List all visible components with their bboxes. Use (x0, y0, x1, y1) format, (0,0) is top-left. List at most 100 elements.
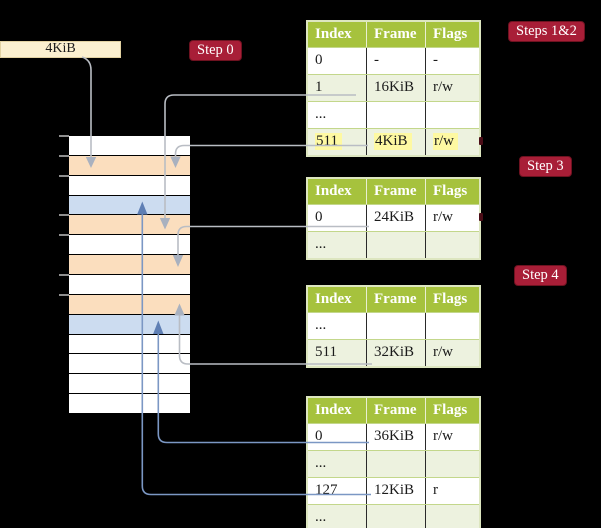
table-cell (367, 102, 426, 128)
memory-tick (59, 274, 69, 276)
table-cell: 16KiB (367, 75, 426, 101)
table-cell: r/w (426, 424, 479, 450)
cell-text: ... (315, 236, 327, 252)
memory-tick (59, 154, 69, 157)
table-cell: 4KiB (367, 129, 426, 155)
cell-text: r/w (433, 428, 453, 444)
table-row: ... (308, 312, 479, 339)
table-cell: 0 (308, 48, 367, 74)
red-dash-marker (479, 137, 483, 145)
header-cell: Frame (367, 22, 426, 47)
step-4-label: Step 4 (514, 265, 567, 286)
page-size-box: 4KiB (0, 41, 121, 58)
memory-row-white (69, 374, 190, 395)
table-cell: 511 (308, 340, 367, 366)
cell-text: 36KiB (374, 428, 415, 444)
memory-row-blue (69, 195, 190, 216)
step-3-label: Step 3 (519, 156, 572, 177)
table-cell: r/w (426, 129, 479, 155)
table-cell: r/w (426, 75, 479, 101)
header-cell: Flags (433, 183, 468, 199)
steps-1-2-label: Steps 1&2 (508, 21, 585, 42)
cell-text: r/w (433, 209, 453, 225)
red-dash-marker (479, 213, 483, 221)
table-cell: 24KiB (367, 205, 426, 231)
table-row: ... (308, 450, 479, 477)
cell-text: 511 (315, 133, 342, 150)
table-cell: 36KiB (367, 424, 426, 450)
cell-text: 0 (315, 52, 323, 68)
memory-row-white (69, 275, 190, 295)
table-row: 0 24KiB r/w (308, 204, 479, 231)
cell-text: 0 (315, 428, 323, 444)
physical-memory-column (69, 136, 190, 415)
cell-text: 16KiB (374, 79, 415, 95)
cell-text: ... (315, 455, 327, 471)
table-cell (426, 232, 479, 258)
table-row: 511 4KiB r/w (308, 128, 479, 155)
cell-text: ... (315, 509, 327, 525)
table-cell: ... (308, 313, 367, 339)
table-cell (426, 505, 479, 528)
cell-text: 32KiB (374, 344, 415, 360)
memory-row-orange (69, 155, 190, 176)
memory-row-orange (69, 294, 190, 315)
cell-text: 0 (315, 209, 323, 225)
header-cell: Flags (433, 291, 468, 307)
memory-row-orange (69, 215, 190, 236)
memory-row-orange (69, 255, 190, 276)
header-cell: Frame (367, 179, 426, 204)
memory-row-white (69, 334, 190, 355)
memory-row-white (69, 394, 190, 415)
memory-row-white (69, 136, 190, 156)
cell-text: r (433, 482, 438, 498)
table-cell: 0 (308, 424, 367, 450)
memory-tick (59, 214, 69, 217)
cell-text: r/w (433, 344, 453, 360)
cell-text: - (374, 52, 379, 68)
table-cell: ... (308, 232, 367, 258)
table-cell: 511 (308, 129, 367, 155)
header-cell: Index (308, 22, 367, 47)
memory-tick (59, 234, 69, 237)
cell-text: ... (315, 317, 327, 333)
table-cell: 1 (308, 75, 367, 101)
cell-text: - (433, 52, 438, 68)
table-cell (426, 313, 479, 339)
table-cell: 127 (308, 478, 367, 504)
cell-text: ... (315, 106, 327, 122)
cell-text: 24KiB (374, 209, 415, 225)
table-cell: r/w (426, 340, 479, 366)
table-row: ... (308, 101, 479, 128)
table-cell: ... (308, 451, 367, 477)
table-cell (367, 505, 426, 528)
memory-row-blue (69, 314, 190, 335)
table-cell: 32KiB (367, 340, 426, 366)
cell-text: r/w (433, 133, 458, 150)
table-cell: r/w (426, 205, 479, 231)
memory-row-white (69, 235, 190, 256)
table-cell: - (426, 48, 479, 74)
cell-text: 511 (315, 344, 337, 360)
table-row: 1 16KiB r/w (308, 74, 479, 101)
header-cell: Frame (367, 398, 426, 423)
cell-text: 127 (315, 482, 338, 498)
table-row: ... (308, 504, 479, 528)
table-cell (367, 451, 426, 477)
memory-tick (59, 135, 69, 137)
memory-tick (59, 293, 69, 296)
table-row: ... (308, 231, 479, 258)
table-row: 0 36KiB r/w (308, 423, 479, 450)
table-row: 0 - - (308, 47, 479, 74)
memory-row-white (69, 354, 190, 375)
header-cell: Index (308, 179, 367, 204)
table-cell: - (367, 48, 426, 74)
